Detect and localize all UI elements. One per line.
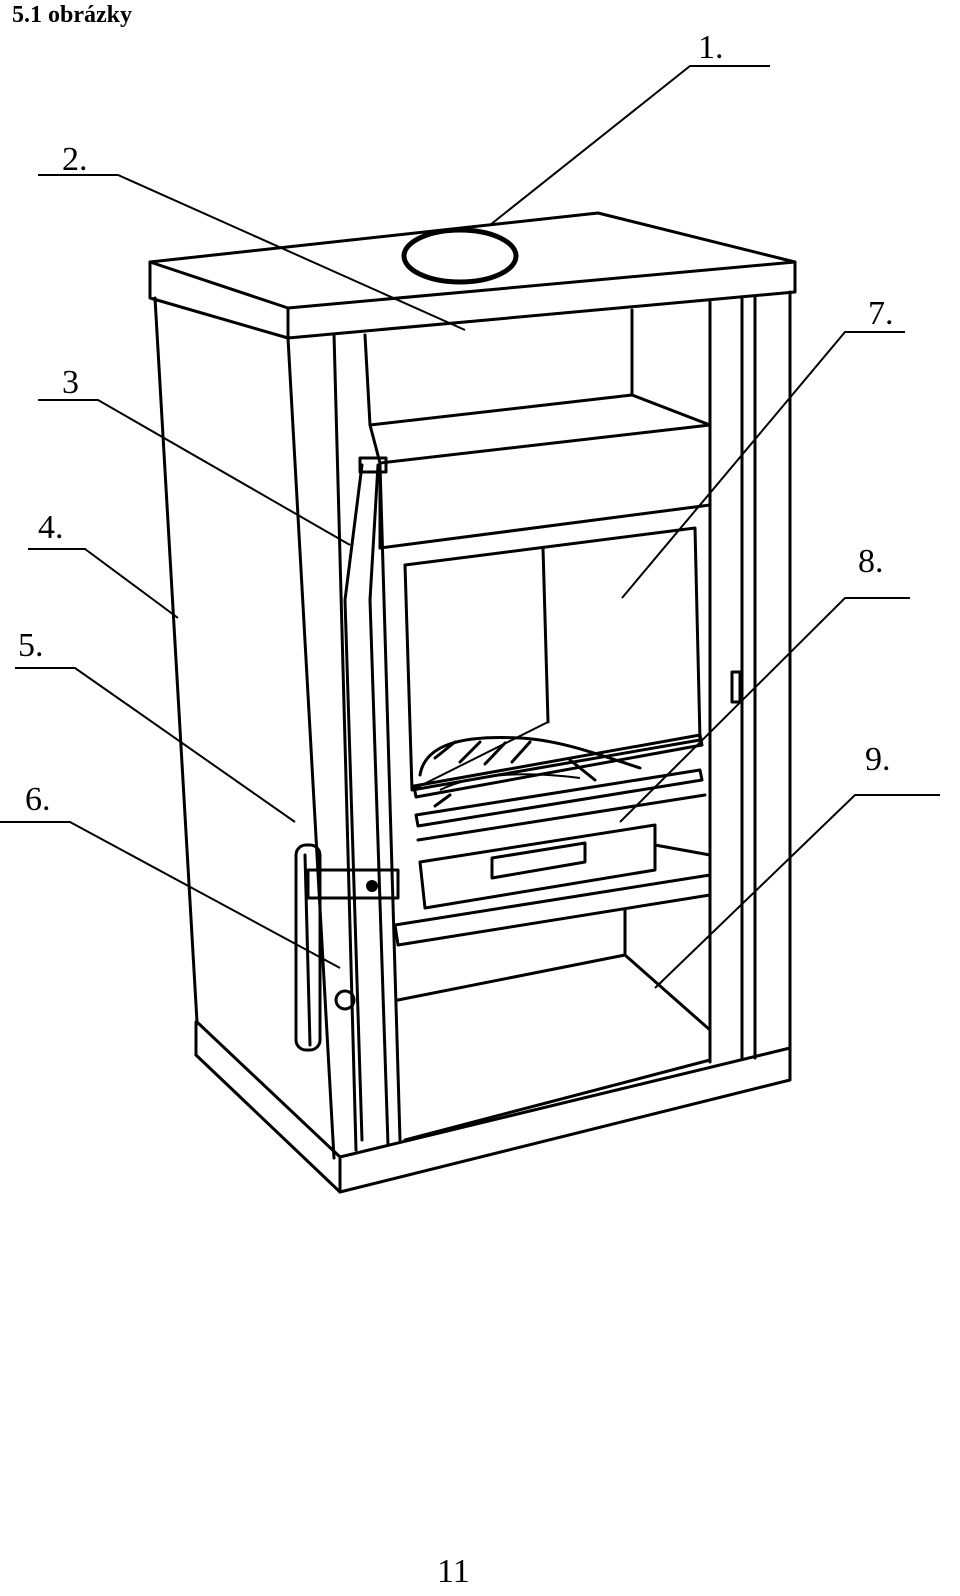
- ash-pan: [418, 823, 712, 910]
- top-plate: [148, 211, 797, 340]
- grate: [418, 736, 642, 808]
- callout-leaders: [0, 65, 940, 989]
- callout-label-2: 2.: [62, 141, 88, 178]
- callout-label-5: 5.: [18, 627, 44, 664]
- front-frame: [286, 290, 792, 1194]
- callout-label-8: 8.: [858, 543, 884, 580]
- callout-label-7: 7.: [868, 295, 894, 332]
- upper-shelf: [363, 308, 712, 550]
- callout-labels: 1. 2. 3 4. 5. 6. 7. 8. 9.: [18, 29, 894, 818]
- door: [343, 456, 402, 1147]
- fire-bars: [412, 733, 707, 842]
- callout-label-6: 6.: [25, 781, 51, 818]
- callout-label-9: 9.: [865, 741, 891, 778]
- page-number: 11: [437, 1553, 470, 1590]
- callout-label-3: 3: [62, 364, 79, 401]
- flue-collar-ring: [401, 227, 519, 285]
- section-heading: 5.1 obrázky: [12, 2, 132, 28]
- callout-label-4: 4.: [38, 509, 64, 546]
- firebox: [403, 526, 702, 792]
- lower-shelf: [393, 873, 712, 1142]
- callout-label-1: 1.: [698, 29, 724, 66]
- side-panel: [153, 296, 342, 1194]
